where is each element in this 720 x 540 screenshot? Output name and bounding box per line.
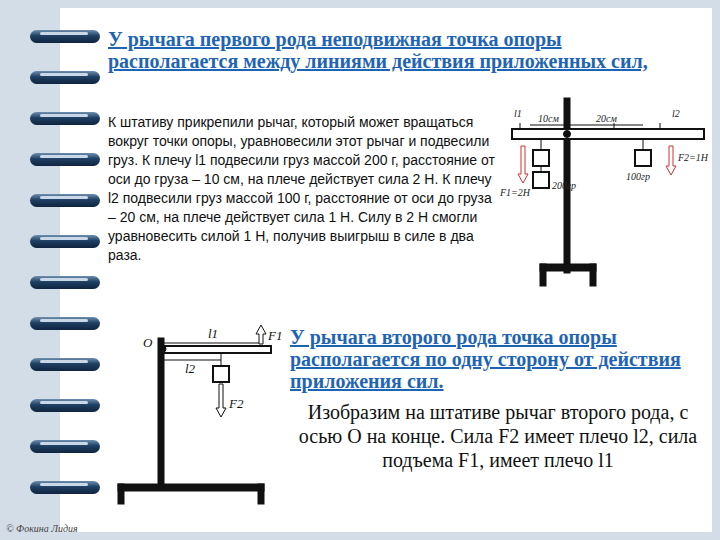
dimension-label: 20см bbox=[596, 113, 617, 124]
binding-ring bbox=[30, 481, 100, 494]
binding-ring bbox=[30, 317, 100, 330]
ring-highlight bbox=[40, 360, 88, 363]
watermark: © Фокина Лидия bbox=[6, 523, 78, 534]
binding-ring bbox=[30, 358, 100, 371]
force-label: F2 bbox=[229, 397, 243, 411]
binding-rings bbox=[30, 30, 100, 494]
binding-ring bbox=[30, 112, 100, 125]
force-label: F2=1H bbox=[678, 152, 708, 163]
binding-ring bbox=[30, 30, 100, 43]
ring-highlight bbox=[40, 237, 88, 240]
ring-highlight bbox=[40, 32, 88, 35]
section-text: Изобразим на штативе рычаг второго рода,… bbox=[290, 400, 706, 472]
ring-highlight bbox=[40, 155, 88, 158]
binding-ring bbox=[30, 235, 100, 248]
slide-heading: У рычага первого рода неподвижная точка … bbox=[108, 28, 668, 72]
arm-label: l2 bbox=[185, 362, 195, 376]
lever-stand-2 bbox=[118, 325, 271, 504]
section-heading: У рычага второго рода точка опоры распол… bbox=[290, 326, 706, 392]
binding-ring bbox=[30, 440, 100, 453]
ring-highlight bbox=[40, 73, 88, 76]
arm-label: l1 bbox=[514, 108, 522, 119]
lever-stand-1 bbox=[512, 98, 704, 286]
binding-ring bbox=[30, 153, 100, 166]
mass-label: 100гр bbox=[626, 171, 650, 182]
ring-highlight bbox=[40, 483, 88, 486]
ring-highlight bbox=[40, 401, 88, 404]
mass-label: 200гр bbox=[552, 180, 576, 191]
binding-ring bbox=[30, 276, 100, 289]
ring-highlight bbox=[40, 319, 88, 322]
ring-highlight bbox=[40, 278, 88, 281]
dimension-label: 10см bbox=[538, 113, 559, 124]
slide-panel bbox=[60, 8, 712, 532]
force-label: F1=2H bbox=[500, 187, 530, 198]
ring-highlight bbox=[40, 114, 88, 117]
binding-ring bbox=[30, 399, 100, 412]
ring-highlight bbox=[40, 442, 88, 445]
arm-label: l1 bbox=[208, 327, 218, 341]
arm-label: l2 bbox=[672, 108, 680, 119]
axis-label: O bbox=[143, 336, 152, 350]
force-label: F1 bbox=[268, 329, 282, 343]
ring-highlight bbox=[40, 196, 88, 199]
binding-ring bbox=[30, 194, 100, 207]
binding-ring bbox=[30, 71, 100, 84]
body-text: К штативу прикрепили рычаг, который може… bbox=[108, 113, 496, 265]
